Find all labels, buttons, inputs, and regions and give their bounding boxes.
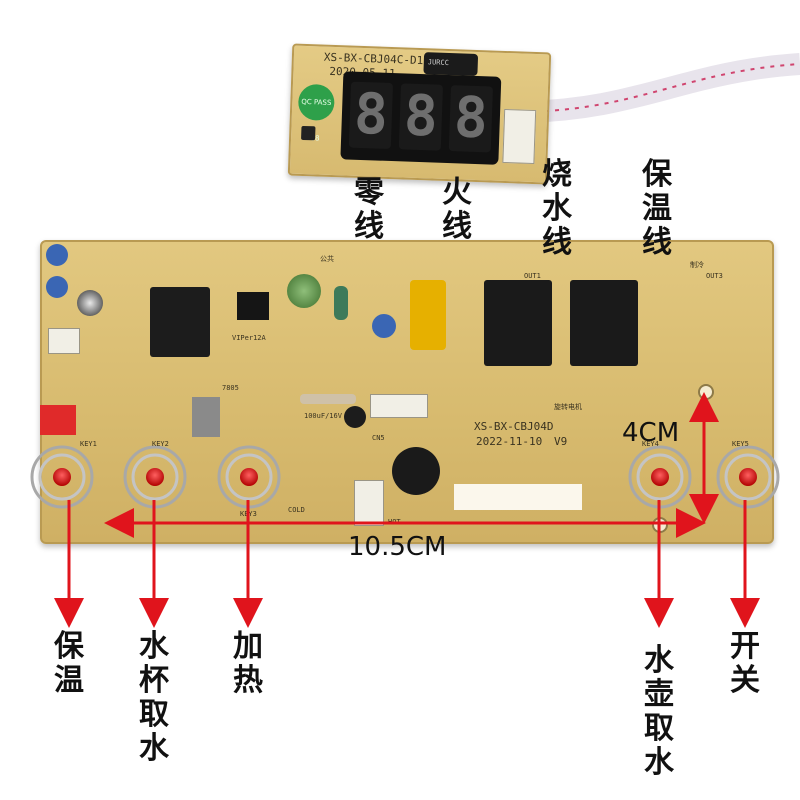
bottom-label-keep-warm: 保温 [54, 629, 84, 698]
bottom-label-kettle-water: 水壶取水 [644, 643, 674, 780]
hot-cold-connector [354, 480, 384, 526]
key1-led [53, 468, 71, 486]
transformer-component [150, 287, 210, 357]
out3-label: OUT3 [706, 272, 723, 280]
cn5-label: CN5 [372, 434, 385, 442]
key4-label: KEY4 [642, 440, 659, 448]
electrolytic-cap-1 [287, 274, 321, 308]
buzzer [392, 447, 440, 495]
bottom-label-power: 开关 [730, 629, 760, 698]
cold-silk-label: 制冷 [690, 261, 704, 269]
out1-label: OUT1 [524, 272, 541, 280]
live-wire-label: 火线 [442, 175, 472, 244]
relay-2 [570, 280, 638, 366]
power-connector-red [40, 405, 76, 435]
key5-assembly [716, 445, 780, 509]
keep-warm-wire-label: 保温线 [642, 157, 672, 260]
cn5-connector [370, 394, 428, 418]
board-date-text: 2022-11-10 [476, 435, 543, 448]
electrolytic-cap-2 [77, 290, 103, 316]
board-model-text: XS-BX-CBJ04D [474, 420, 554, 433]
cap-label: 100uF/16V [304, 412, 342, 420]
key3-led [240, 468, 258, 486]
key2-assembly [123, 445, 187, 509]
blue-cap-2 [46, 276, 68, 298]
regulator-label: 7805 [222, 384, 239, 392]
yellow-capacitor [410, 280, 446, 350]
blue-cap-3 [372, 314, 396, 338]
relay-1 [484, 280, 552, 366]
bottom-label-cup-water: 水杯取水 [139, 629, 169, 766]
main-board: VIPer12A 7805 100uF/16V CN5 COLD HOT XS-… [30, 240, 780, 544]
key4-led [651, 468, 669, 486]
small-capacitor [344, 406, 366, 428]
neutral-wire-label: 零线 [354, 175, 384, 244]
width-dimension-label: 10.5CM [348, 532, 447, 562]
motor-label: 旋转电机 [554, 403, 582, 411]
key1-assembly [30, 445, 94, 509]
resistor [300, 394, 356, 404]
white-connector [48, 328, 80, 354]
bottom-label-heat: 加热 [233, 629, 263, 698]
ic-label: VIPer12A [232, 334, 266, 342]
boil-wire-label: 烧水线 [542, 157, 572, 260]
common-label: 公共 [320, 255, 334, 263]
ic-chip [237, 292, 269, 320]
inductor [334, 286, 348, 320]
voltage-regulator [192, 397, 220, 437]
key2-led [146, 468, 164, 486]
key2-label: KEY2 [152, 440, 169, 448]
cold-label: COLD [288, 506, 305, 514]
key3-assembly [217, 445, 281, 509]
blue-cap-1 [46, 244, 68, 266]
key5-led [739, 468, 757, 486]
height-dimension-label: 4CM [622, 418, 680, 448]
key5-label: KEY5 [732, 440, 749, 448]
label-sticker [454, 484, 582, 510]
key1-label: KEY1 [80, 440, 97, 448]
board-version-text: V9 [554, 435, 568, 448]
